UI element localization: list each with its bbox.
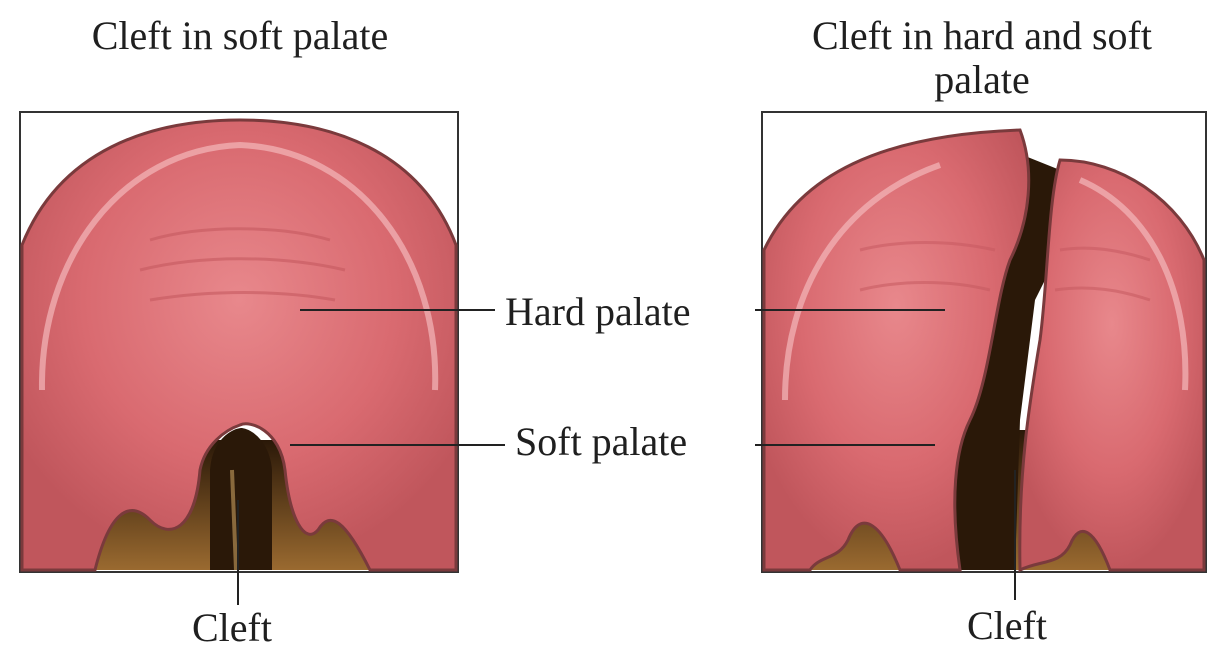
left-cleft-label: Cleft [192,606,272,650]
soft-palate-label: Soft palate [515,420,687,464]
right-cleft-label: Cleft [967,604,1047,648]
hard-palate-label: Hard palate [505,290,690,334]
left-cleft-gap [210,428,272,570]
right-palate-panel [755,112,1206,600]
left-palate-panel [20,112,505,605]
